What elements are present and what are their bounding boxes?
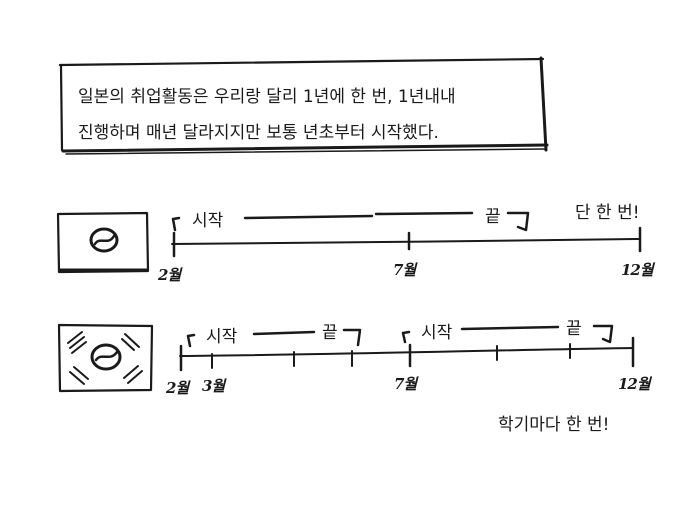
japan-start-label-2: 시작: [421, 323, 453, 343]
japan-flag: [57, 323, 154, 393]
korea-month-label: 2월: [158, 266, 181, 284]
korea-month-label: 12월: [621, 261, 654, 279]
japan-month-label: 7월: [394, 375, 417, 393]
korea-timeline: [171, 211, 642, 258]
japan-end-label-2: 끝: [566, 319, 582, 339]
caption-box: [58, 56, 549, 155]
taegeuk-symbol-2: [90, 343, 122, 371]
japan-end-label-1: 끝: [322, 323, 338, 343]
japan-month-label: 2월: [166, 379, 189, 397]
japan-month-label: 12월: [618, 375, 651, 393]
caption-line-1: 일본의 취업활동은 우리랑 달리 1년에 한 번, 1년내내: [78, 87, 456, 107]
japan-note: 학기마다 한 번!: [498, 415, 610, 435]
japan-start-label-1: 시작: [206, 327, 238, 347]
taegeuk-symbol: [89, 227, 119, 253]
korea-month-label: 7월: [393, 261, 416, 279]
japan-timeline: [179, 324, 635, 372]
korea-flag: [56, 211, 150, 274]
korea-end-label: 끝: [485, 207, 501, 227]
caption-line-2: 진행하며 매년 달라지지만 보통 년초부터 시작했다.: [78, 123, 439, 143]
japan-month-label: 3월: [202, 377, 225, 395]
korea-note: 단 한 번!: [575, 203, 640, 223]
korea-start-label: 시작: [192, 211, 224, 231]
